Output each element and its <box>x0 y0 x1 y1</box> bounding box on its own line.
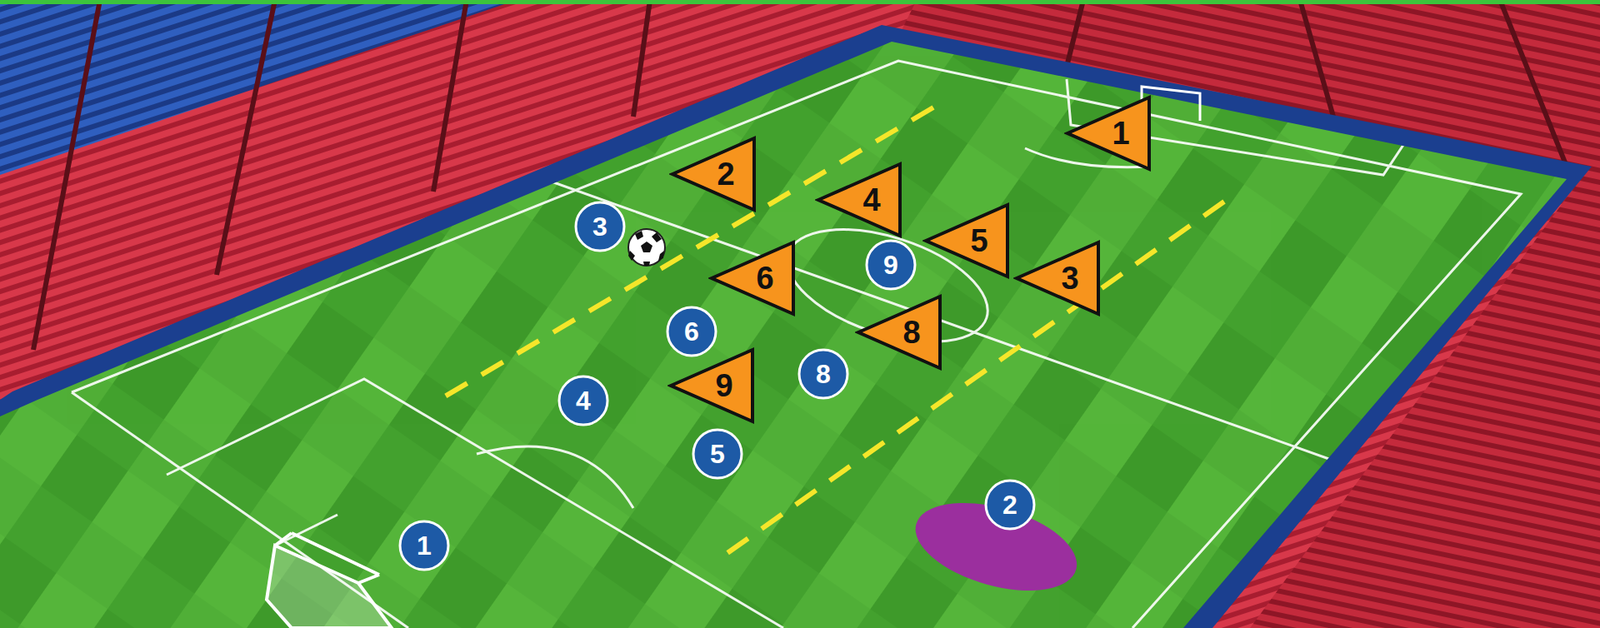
triangle-outline <box>925 205 1008 277</box>
player-number: 6 <box>755 262 774 295</box>
circle-outline <box>693 430 742 479</box>
triangle-shape <box>1064 94 1153 173</box>
player-number: 5 <box>710 440 725 468</box>
player-circle: 6 <box>665 305 719 359</box>
circle-outline <box>575 202 625 251</box>
opponent-triangle: 5 <box>922 201 1011 280</box>
player-number: 1 <box>1111 117 1130 150</box>
opponent-triangle: 8 <box>855 293 944 372</box>
circle-outline <box>866 240 915 290</box>
pitch-grass <box>0 41 1567 628</box>
pitch-markings <box>71 60 1521 628</box>
top-bar <box>0 0 1600 5</box>
pitch-apron <box>0 25 1592 628</box>
player-circle: 2 <box>983 478 1037 532</box>
player-number: 8 <box>815 360 831 388</box>
triangle-shape <box>815 160 904 240</box>
zone-line <box>439 107 1225 560</box>
player-number: 9 <box>715 370 733 402</box>
opponent-triangle: 2 <box>669 135 758 214</box>
opponent-triangle: 1 <box>1064 94 1153 173</box>
triangle-outline <box>858 296 940 369</box>
opponent-triangle: 6 <box>708 239 797 318</box>
triangle-outline <box>1067 97 1150 170</box>
triangle-outline <box>1016 242 1099 315</box>
goal <box>266 533 392 628</box>
player-number: 9 <box>883 251 899 279</box>
circle-outline <box>985 480 1035 530</box>
player-number: 3 <box>592 213 608 240</box>
triangle-outline <box>672 138 755 210</box>
triangle-outline <box>818 164 900 236</box>
triangle-shape <box>708 239 797 318</box>
triangle-outline <box>711 242 794 315</box>
player-number: 3 <box>1060 262 1079 295</box>
player-number: 5 <box>970 225 988 257</box>
player-number: 2 <box>1002 491 1018 519</box>
player-number: 6 <box>684 318 700 345</box>
triangle-outline <box>670 350 753 422</box>
opponent-triangle: 4 <box>815 160 904 240</box>
player-number: 8 <box>902 316 920 349</box>
player-circle: 3 <box>573 200 627 254</box>
player-circle: 4 <box>556 374 610 428</box>
player-circle: 9 <box>864 238 918 292</box>
circle-outline <box>400 521 449 570</box>
circle-outline <box>799 350 848 399</box>
player-number: 4 <box>862 184 880 216</box>
triangle-shape <box>667 346 756 425</box>
player-number: 4 <box>575 387 591 415</box>
triangle-shape <box>669 135 758 214</box>
triangle-shape <box>855 293 944 372</box>
opponent-triangle: 3 <box>1013 239 1102 318</box>
circle-outline <box>559 376 608 425</box>
triangle-shape <box>922 201 1011 280</box>
player-number: 1 <box>416 532 432 560</box>
opponent-triangle: 9 <box>667 346 756 425</box>
player-circle: 5 <box>690 427 745 481</box>
player-circle: 8 <box>796 347 850 401</box>
circle-outline <box>667 307 716 356</box>
player-number: 2 <box>716 158 735 190</box>
ball <box>628 229 665 266</box>
player-circle: 1 <box>397 519 451 573</box>
triangle-shape <box>1013 239 1102 318</box>
